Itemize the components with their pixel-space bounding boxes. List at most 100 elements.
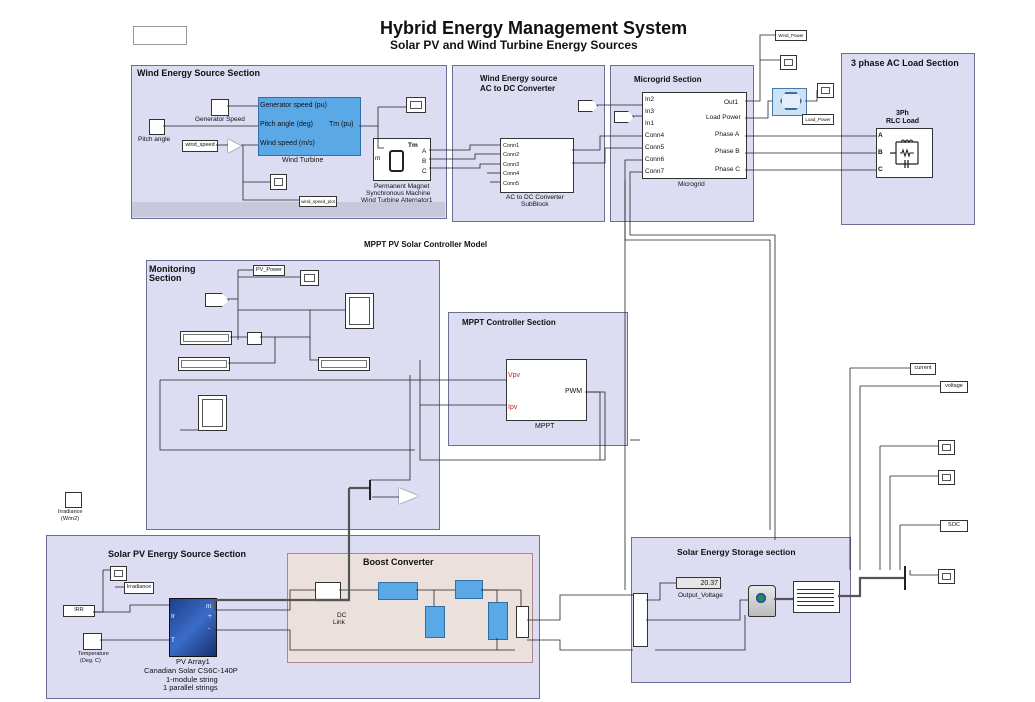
boost-load-block[interactable]: [516, 606, 529, 638]
output-scope-3[interactable]: [938, 569, 955, 584]
boost-diode-block[interactable]: [455, 580, 483, 599]
irradiance-tag[interactable]: Irradiance: [124, 582, 154, 594]
wind-speed-gain-icon[interactable]: [228, 139, 241, 153]
pitch-angle-block[interactable]: [149, 119, 165, 135]
wind-speed-from-block[interactable]: wind_speed: [182, 140, 218, 152]
boost-switch-block[interactable]: [425, 606, 445, 638]
pv-port-m: m: [206, 603, 212, 610]
load-power-tag[interactable]: Load_Power: [802, 114, 834, 125]
irradiance-scope[interactable]: [110, 566, 127, 581]
monitoring-display-1[interactable]: [180, 331, 232, 345]
wind-speed-plot-tag[interactable]: wind_speed_plot: [299, 196, 337, 207]
irradiance-source-label-line1: Irradiance: [58, 509, 83, 515]
output-voltage-display[interactable]: 20.37: [676, 577, 721, 589]
monitoring-section[interactable]: [146, 260, 440, 530]
pv-port-plus: +: [208, 613, 212, 620]
microgrid-caption: Microgrid: [678, 181, 705, 188]
microgrid-from-arrow-icon[interactable]: [578, 100, 598, 112]
generator-speed-label: Generator Speed: [195, 116, 245, 123]
wind-power-tag[interactable]: Wind_Power: [775, 30, 807, 41]
pv-port-minus: -: [208, 625, 211, 632]
mg-in-port-5: Conn5: [645, 144, 665, 151]
monitoring-large-scope-2[interactable]: [198, 395, 227, 431]
irr-tag[interactable]: IRR: [63, 605, 95, 617]
irradiance-source-label-line2: (W/m2): [61, 516, 80, 522]
microgrid-scope-2[interactable]: [817, 83, 834, 98]
pmsm-port-c: C: [422, 168, 427, 175]
conv-port-1: Conn1: [503, 143, 520, 149]
battery-bus-lines: [797, 586, 834, 606]
boost-inductor-block[interactable]: [378, 582, 418, 600]
monitoring-product-block[interactable]: [247, 332, 262, 345]
generator-speed-block[interactable]: [211, 99, 229, 116]
dc-link-label-line1: DC: [337, 612, 347, 619]
mppt-controller-title: MPPT Controller Section: [462, 318, 556, 327]
pmsm-port-a: A: [422, 148, 427, 155]
ac-dc-converter-subblock[interactable]: [500, 138, 574, 193]
mg-in-port-1: In2: [645, 96, 655, 103]
output-scope-1[interactable]: [938, 440, 955, 455]
turbine-scope[interactable]: [406, 97, 426, 113]
wind-turbine-block[interactable]: [258, 97, 361, 156]
mg-in-port-6: Conn6: [645, 156, 665, 163]
rlc-port-a: A: [878, 132, 883, 139]
pmsm-rotor-icon: [389, 150, 404, 172]
converter-caption-line2: SubBlock: [521, 201, 549, 208]
annotation-box[interactable]: [133, 26, 187, 45]
wind-section-title: Wind Energy Source Section: [137, 68, 260, 78]
soc-tag[interactable]: SOC: [940, 520, 968, 532]
wind-speed-scope[interactable]: [270, 174, 287, 190]
monitoring-large-scope-1[interactable]: [345, 293, 374, 329]
irradiance-source-block[interactable]: [65, 492, 82, 508]
pv-port-t: T: [171, 637, 175, 644]
pv-power-tag[interactable]: PV_Power: [253, 265, 285, 276]
mppt-port-ipv: Ipv: [508, 404, 518, 411]
pmsm-caption-line2: Synchronous Machine: [366, 190, 431, 197]
diagram-title: Hybrid Energy Management System: [380, 18, 688, 38]
turbine-port-pitch-angle: Pitch angle (deg): [260, 121, 313, 128]
wind-converter-title-line2: AC to DC Converter: [480, 84, 556, 93]
boost-converter-title: Boost Converter: [363, 557, 434, 567]
wind-turbine-caption: Wind Turbine: [282, 157, 324, 164]
microgrid-scope-1[interactable]: [780, 55, 797, 70]
output-scope-2[interactable]: [938, 470, 955, 485]
pv-array-icon[interactable]: [169, 598, 217, 657]
solar-pv-title: Solar PV Energy Source Section: [108, 549, 247, 559]
mg-in-port-3: In1: [645, 120, 655, 127]
mppt-block[interactable]: [506, 359, 587, 421]
conv-port-3: Conn3: [503, 162, 520, 168]
temperature-block[interactable]: [83, 633, 102, 650]
voltage-tag[interactable]: voltage: [940, 381, 968, 393]
rlc-port-b: B: [878, 149, 883, 156]
monitoring-display-3[interactable]: [318, 357, 370, 371]
microgrid-title: Microgrid Section: [634, 75, 702, 84]
boost-output-cap-block[interactable]: [488, 602, 508, 640]
microgrid-block[interactable]: [642, 92, 747, 179]
rlc-port-c: C: [878, 166, 883, 173]
pv-array-strings2: 1 parallel strings: [163, 683, 218, 692]
mg-out-port-2: Load Power: [706, 114, 741, 121]
current-tag[interactable]: current: [910, 363, 936, 375]
pmsm-port-m: m: [375, 155, 381, 162]
rlc-load-label-line2: RLC Load: [886, 118, 920, 125]
pv-power-scope[interactable]: [300, 270, 319, 286]
pv-array-model: Canadian Solar CS6C-140P: [144, 666, 238, 675]
pv-port-ir: Ir: [171, 613, 175, 620]
rlc-circuit-icon: [890, 139, 919, 168]
mppt-port-pwm: PWM: [565, 388, 583, 395]
conv-port-2: Conn2: [503, 152, 520, 158]
pwm-gain-icon[interactable]: [399, 488, 419, 504]
monitoring-title-line1: Monitoring: [149, 264, 196, 274]
wind-section-footer-band: [132, 202, 445, 217]
temperature-label-line1: Temperature: [78, 651, 109, 657]
microgrid-goto-arrow-icon[interactable]: [614, 111, 634, 123]
temperature-label-line2: (Deg. C): [80, 658, 101, 664]
monitoring-display-2[interactable]: [178, 357, 230, 371]
output-voltage-caption: Output_Voltage: [678, 592, 723, 599]
mg-in-port-4: Conn4: [645, 132, 665, 139]
mg-out-port-1: Out1: [724, 99, 739, 106]
monitoring-goto-icon[interactable]: [205, 293, 229, 307]
battery-icon[interactable]: [748, 585, 776, 617]
pmsm-port-tm: Tm: [408, 142, 418, 149]
pmsm-machine-block[interactable]: [373, 138, 431, 181]
